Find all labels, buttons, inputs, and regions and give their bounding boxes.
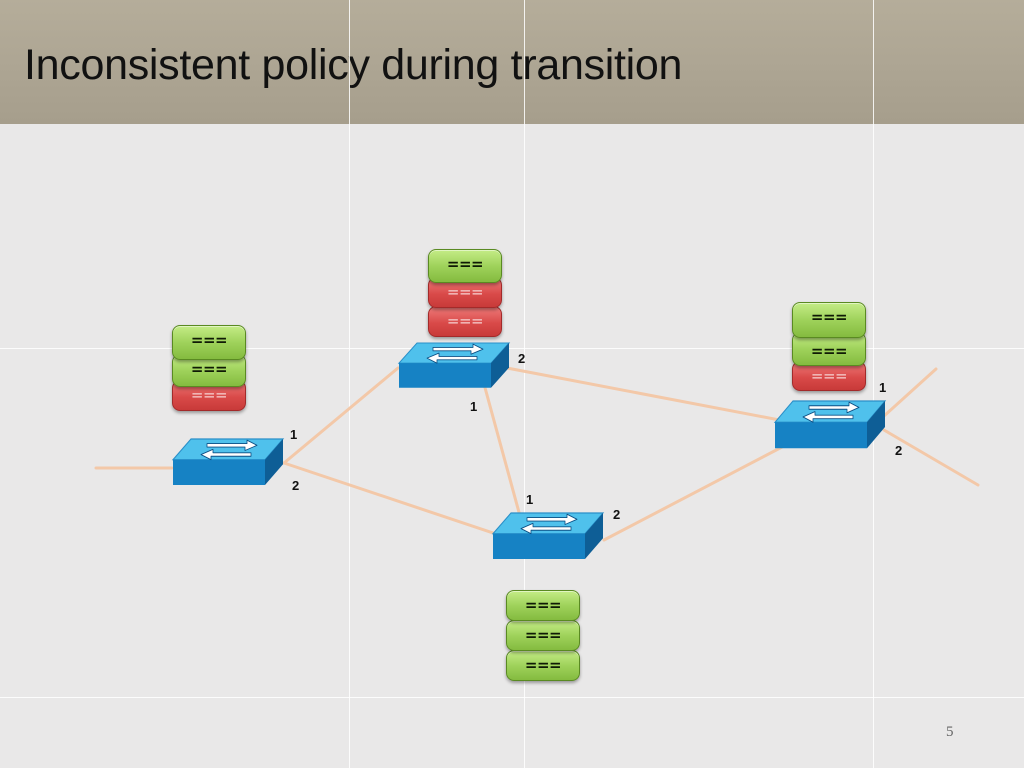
rule-old: === (428, 306, 502, 337)
link-s3-s4 (602, 444, 786, 542)
rule-table-s2: === === === (428, 247, 502, 339)
network-switch-icon (172, 438, 284, 486)
port-label-s3-2: 2 (613, 507, 620, 522)
link-s2-s3 (482, 382, 522, 518)
switch-s4 (774, 400, 886, 449)
slide-number: 5 (946, 724, 954, 740)
network-switch-icon (774, 400, 886, 449)
rule-table-s1: === === === (172, 322, 246, 412)
port-label-s1-2: 2 (292, 478, 299, 493)
port-labels: 1 2 1 2 1 2 1 2 (290, 351, 902, 522)
port-label-s1-1: 1 (290, 427, 297, 442)
links (94, 366, 980, 544)
rule-new: === (428, 249, 502, 283)
rule-new: === (506, 620, 580, 651)
title-bar (0, 0, 1024, 124)
network-switch-icon (398, 342, 510, 389)
port-label-s3-1: 1 (526, 492, 533, 507)
port-label-s2-1: 1 (470, 399, 477, 414)
rule-new: === (792, 302, 866, 338)
rule-new: === (172, 325, 246, 360)
slide-title: Inconsistent policy during transition (24, 41, 683, 89)
port-label-s4-1: 1 (879, 380, 886, 395)
link-egress-1 (882, 367, 938, 418)
link-s1-s3 (282, 461, 522, 544)
network-switch-icon (492, 512, 604, 560)
link-s1-s2 (282, 366, 400, 465)
switch-s2 (398, 342, 510, 389)
port-label-s2-2: 2 (518, 351, 525, 366)
link-egress-2 (882, 428, 980, 487)
rule-table-s4: === === === (792, 300, 866, 392)
rule-old: === (792, 361, 866, 391)
port-label-s4-2: 2 (895, 443, 902, 458)
rule-table-s3: === === === (506, 588, 580, 682)
rule-new: === (506, 650, 580, 681)
switch-s1 (172, 438, 284, 486)
rule-new: === (506, 590, 580, 621)
switch-s3 (492, 512, 604, 560)
link-s2-s4 (505, 366, 792, 424)
